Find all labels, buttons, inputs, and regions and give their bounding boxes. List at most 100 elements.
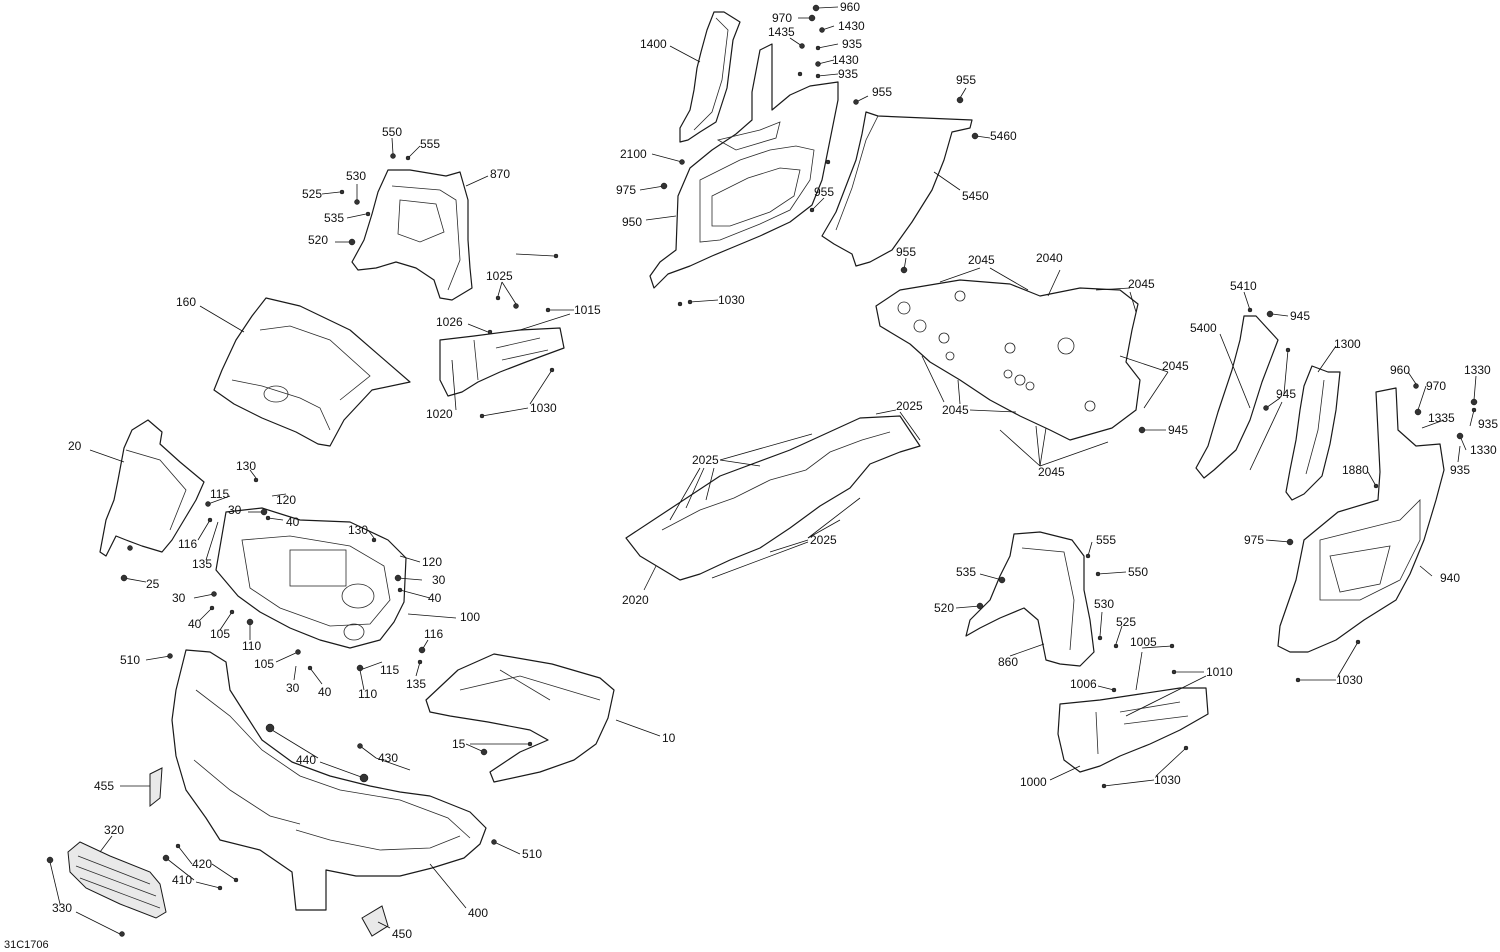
callout-100: 100 bbox=[460, 610, 480, 624]
callout-116: 116 bbox=[424, 627, 443, 641]
callout-1330: 1330 bbox=[1470, 443, 1497, 457]
part-5400-panel bbox=[1195, 315, 1279, 479]
callout-955: 955 bbox=[872, 85, 892, 99]
part-1020-step bbox=[439, 327, 565, 397]
callout-1435: 1435 bbox=[768, 25, 795, 39]
callout-2045: 2045 bbox=[1038, 465, 1065, 479]
callout-1300: 1300 bbox=[1334, 337, 1361, 351]
callout-40: 40 bbox=[428, 591, 442, 605]
callout-945: 945 bbox=[1168, 423, 1188, 437]
callout-860: 860 bbox=[998, 655, 1018, 669]
callout-945: 945 bbox=[1276, 387, 1296, 401]
callout-450: 450 bbox=[392, 927, 412, 941]
callout-5450: 5450 bbox=[962, 189, 989, 203]
callout-1000: 1000 bbox=[1020, 775, 1047, 789]
callout-2045: 2045 bbox=[1128, 277, 1155, 291]
callout-935: 935 bbox=[1478, 417, 1498, 431]
callout-510: 510 bbox=[522, 847, 542, 861]
callout-30: 30 bbox=[286, 681, 300, 695]
callout-430: 430 bbox=[378, 751, 398, 765]
callout-955: 955 bbox=[956, 73, 976, 87]
callout-330: 330 bbox=[52, 901, 72, 915]
callout-labels: 960 970 1430 1435 935 1430 935 1400 955 … bbox=[52, 0, 1498, 941]
callout-2025: 2025 bbox=[692, 453, 719, 467]
part-1300-side-panel bbox=[1285, 365, 1341, 501]
callout-525: 525 bbox=[302, 187, 322, 201]
callout-20: 20 bbox=[68, 439, 82, 453]
callout-30: 30 bbox=[228, 503, 242, 517]
callout-555: 555 bbox=[420, 137, 440, 151]
callout-1005: 1005 bbox=[1130, 635, 1157, 649]
callout-550: 550 bbox=[382, 125, 402, 139]
callout-2020: 2020 bbox=[622, 593, 649, 607]
callout-115: 115 bbox=[210, 487, 229, 501]
callout-1880: 1880 bbox=[1342, 463, 1369, 477]
part-20-front-side-panel bbox=[99, 419, 205, 557]
callout-410: 410 bbox=[172, 873, 192, 887]
callout-5410: 5410 bbox=[1230, 279, 1257, 293]
callout-1430: 1430 bbox=[832, 53, 859, 67]
callout-455: 455 bbox=[94, 779, 114, 793]
leader-lines bbox=[49, 6, 1477, 935]
callout-1010: 1010 bbox=[1206, 665, 1233, 679]
callout-950: 950 bbox=[622, 215, 642, 229]
fasteners bbox=[46, 4, 1478, 937]
part-860-side-trim bbox=[965, 531, 1095, 667]
callout-555: 555 bbox=[1096, 533, 1116, 547]
callout-945: 945 bbox=[1290, 309, 1310, 323]
callout-1430: 1430 bbox=[838, 19, 865, 33]
callout-2025: 2025 bbox=[810, 533, 837, 547]
callout-135: 135 bbox=[192, 557, 212, 571]
callout-115: 115 bbox=[380, 663, 399, 677]
callout-970: 970 bbox=[1426, 379, 1446, 393]
callout-105: 105 bbox=[254, 657, 274, 671]
callout-15: 15 bbox=[452, 737, 466, 751]
part-450-reflector bbox=[361, 905, 389, 937]
part-870-side-trim bbox=[351, 169, 473, 301]
callout-870: 870 bbox=[490, 167, 510, 181]
callout-530: 530 bbox=[346, 169, 366, 183]
part-10-bumper-cover bbox=[425, 653, 615, 783]
callout-535: 535 bbox=[956, 565, 976, 579]
part-5450-shield-panel bbox=[821, 111, 973, 267]
callout-25: 25 bbox=[146, 577, 160, 591]
callout-10: 10 bbox=[662, 731, 676, 745]
callout-120: 120 bbox=[422, 555, 442, 569]
callout-970: 970 bbox=[772, 11, 792, 25]
callout-2045: 2045 bbox=[1162, 359, 1189, 373]
callout-955: 955 bbox=[814, 185, 834, 199]
callout-2045: 2045 bbox=[942, 403, 969, 417]
callout-935: 935 bbox=[1450, 463, 1470, 477]
callout-400: 400 bbox=[468, 906, 488, 920]
callout-935: 935 bbox=[838, 67, 858, 81]
callout-116: 116 bbox=[178, 537, 197, 551]
callout-105: 105 bbox=[210, 627, 230, 641]
callout-1030: 1030 bbox=[718, 293, 745, 307]
callout-550: 550 bbox=[1128, 565, 1148, 579]
callout-975: 975 bbox=[616, 183, 636, 197]
drawing-code: 31C1706 bbox=[4, 939, 49, 951]
callout-1030: 1030 bbox=[1154, 773, 1181, 787]
callout-130: 130 bbox=[236, 459, 256, 473]
callout-40: 40 bbox=[188, 617, 202, 631]
callout-1030: 1030 bbox=[1336, 673, 1363, 687]
callout-2040: 2040 bbox=[1036, 251, 1063, 265]
part-320-grille bbox=[67, 841, 167, 919]
part-950-door-panel bbox=[649, 43, 839, 289]
part-455-reflector bbox=[149, 767, 163, 808]
callout-2025: 2025 bbox=[896, 399, 923, 413]
callout-40: 40 bbox=[318, 685, 332, 699]
callout-5460: 5460 bbox=[990, 129, 1017, 143]
part-1400-side-panel bbox=[679, 11, 741, 143]
callout-940: 940 bbox=[1440, 571, 1460, 585]
part-2020-skid-plate bbox=[625, 415, 921, 581]
callout-5400: 5400 bbox=[1190, 321, 1217, 335]
callout-40: 40 bbox=[286, 515, 300, 529]
callout-520: 520 bbox=[308, 233, 328, 247]
callout-960: 960 bbox=[1390, 363, 1410, 377]
callout-130: 130 bbox=[348, 523, 368, 537]
part-400-front-fascia bbox=[171, 649, 487, 911]
callout-1030: 1030 bbox=[530, 401, 557, 415]
callout-535: 535 bbox=[324, 211, 344, 225]
